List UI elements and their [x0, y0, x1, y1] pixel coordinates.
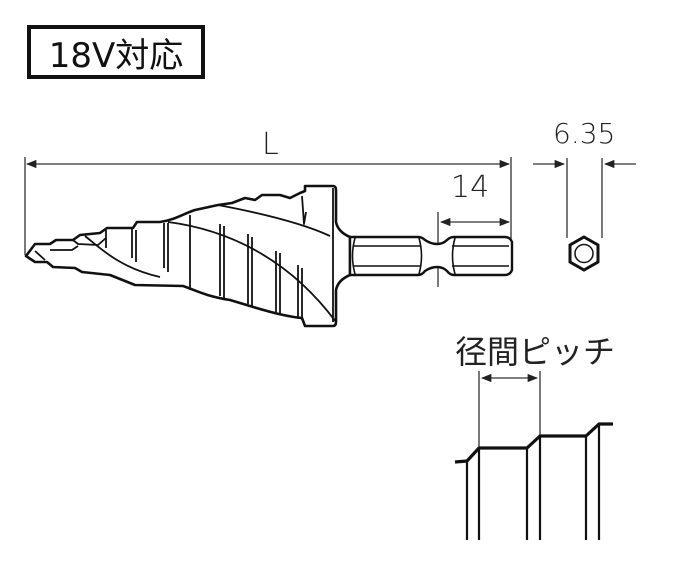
step-pitch-detail [454, 371, 613, 540]
drill-bit-body [24, 184, 352, 328]
shank-length-label: 14 [451, 170, 490, 205]
hex-cross-section-icon [568, 235, 600, 272]
badge-label: 18V対応 [48, 35, 184, 76]
voltage-compatibility-badge: 18V対応 [27, 25, 205, 79]
hex-shank [348, 235, 514, 277]
overall-length-label: L [262, 127, 279, 162]
hex-width-label: 6.35 [553, 117, 616, 150]
hex-width-dimension [533, 158, 636, 238]
step-pitch-label: 径間ピッチ [455, 333, 616, 371]
